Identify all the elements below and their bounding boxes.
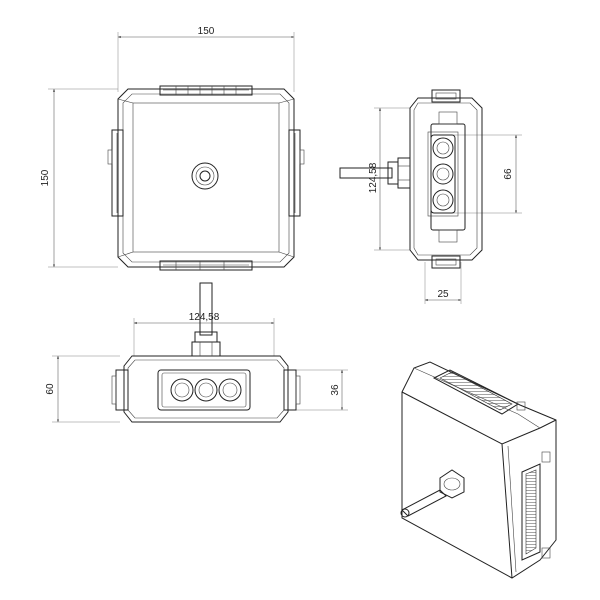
side-depth-label: 25 [437,289,449,300]
top-width-label: 150 [198,26,215,37]
front-gland-label: 36 [330,384,341,396]
left-latch [107,129,124,217]
top-view: 150 150 [40,26,305,271]
front-width-label: 124,58 [189,312,220,323]
front-gland-row [157,369,251,411]
front-cable [191,282,221,357]
iso-side-grip [521,451,551,561]
side-cable [339,157,411,189]
side-view: 124,58 66 25 [339,89,522,304]
front-height-label: 60 [45,383,56,395]
front-housing-outline [123,355,289,423]
side-housing-outline [409,97,483,261]
front-gland-dimension: 36 [290,369,348,411]
front-height-dimension: 60 [45,355,120,423]
center-cable-gland [191,162,219,190]
top-height-label: 150 [40,169,51,186]
front-width-dimension: 124,58 [133,312,275,356]
top-body-outline [117,88,295,268]
bottom-grip-strip [159,260,253,271]
side-gland-label: 66 [503,168,514,180]
side-depth-dimension: 25 [424,262,462,304]
top-width-dimension: 150 [117,26,295,92]
side-gland-dimension: 66 [440,134,522,214]
iso-housing-front [401,361,557,579]
right-latch [288,129,305,217]
top-height-dimension: 150 [40,88,118,268]
top-grip-strip [159,85,253,96]
side-height-dimension: 124,58 [368,107,410,251]
front-view: 124,58 60 36 [45,282,348,423]
iso-top-grip [432,369,526,415]
isometric-view [400,361,557,579]
iso-cable-gland [400,469,465,518]
side-gland-row [427,131,459,217]
